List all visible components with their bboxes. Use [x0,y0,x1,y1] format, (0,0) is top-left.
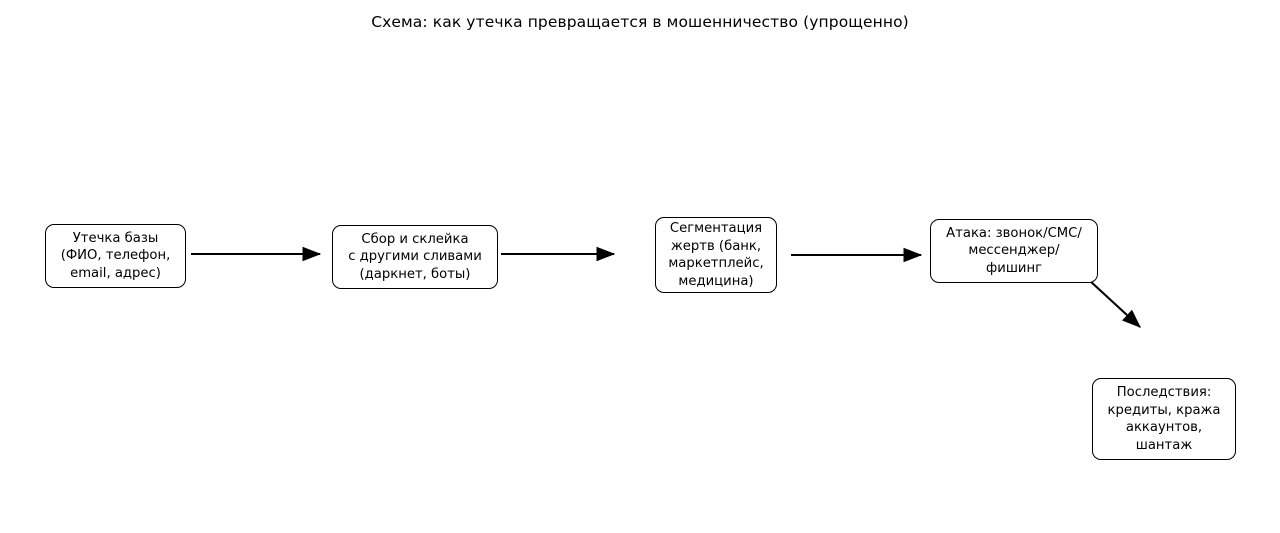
node-attack: Атака: звонок/СМС/ мессенджер/ фишинг [930,219,1098,283]
node-segmentation: Сегментация жертв (банк, маркетплейс, ме… [655,217,777,293]
diagram-title: Схема: как утечка превращается в мошенни… [371,13,909,31]
node-consequences: Последствия: кредиты, кража аккаунтов, ш… [1092,378,1236,460]
node-merge: Сбор и склейка с другими сливами (даркне… [332,225,498,289]
node-leak: Утечка базы (ФИО, телефон, email, адрес) [45,224,186,288]
